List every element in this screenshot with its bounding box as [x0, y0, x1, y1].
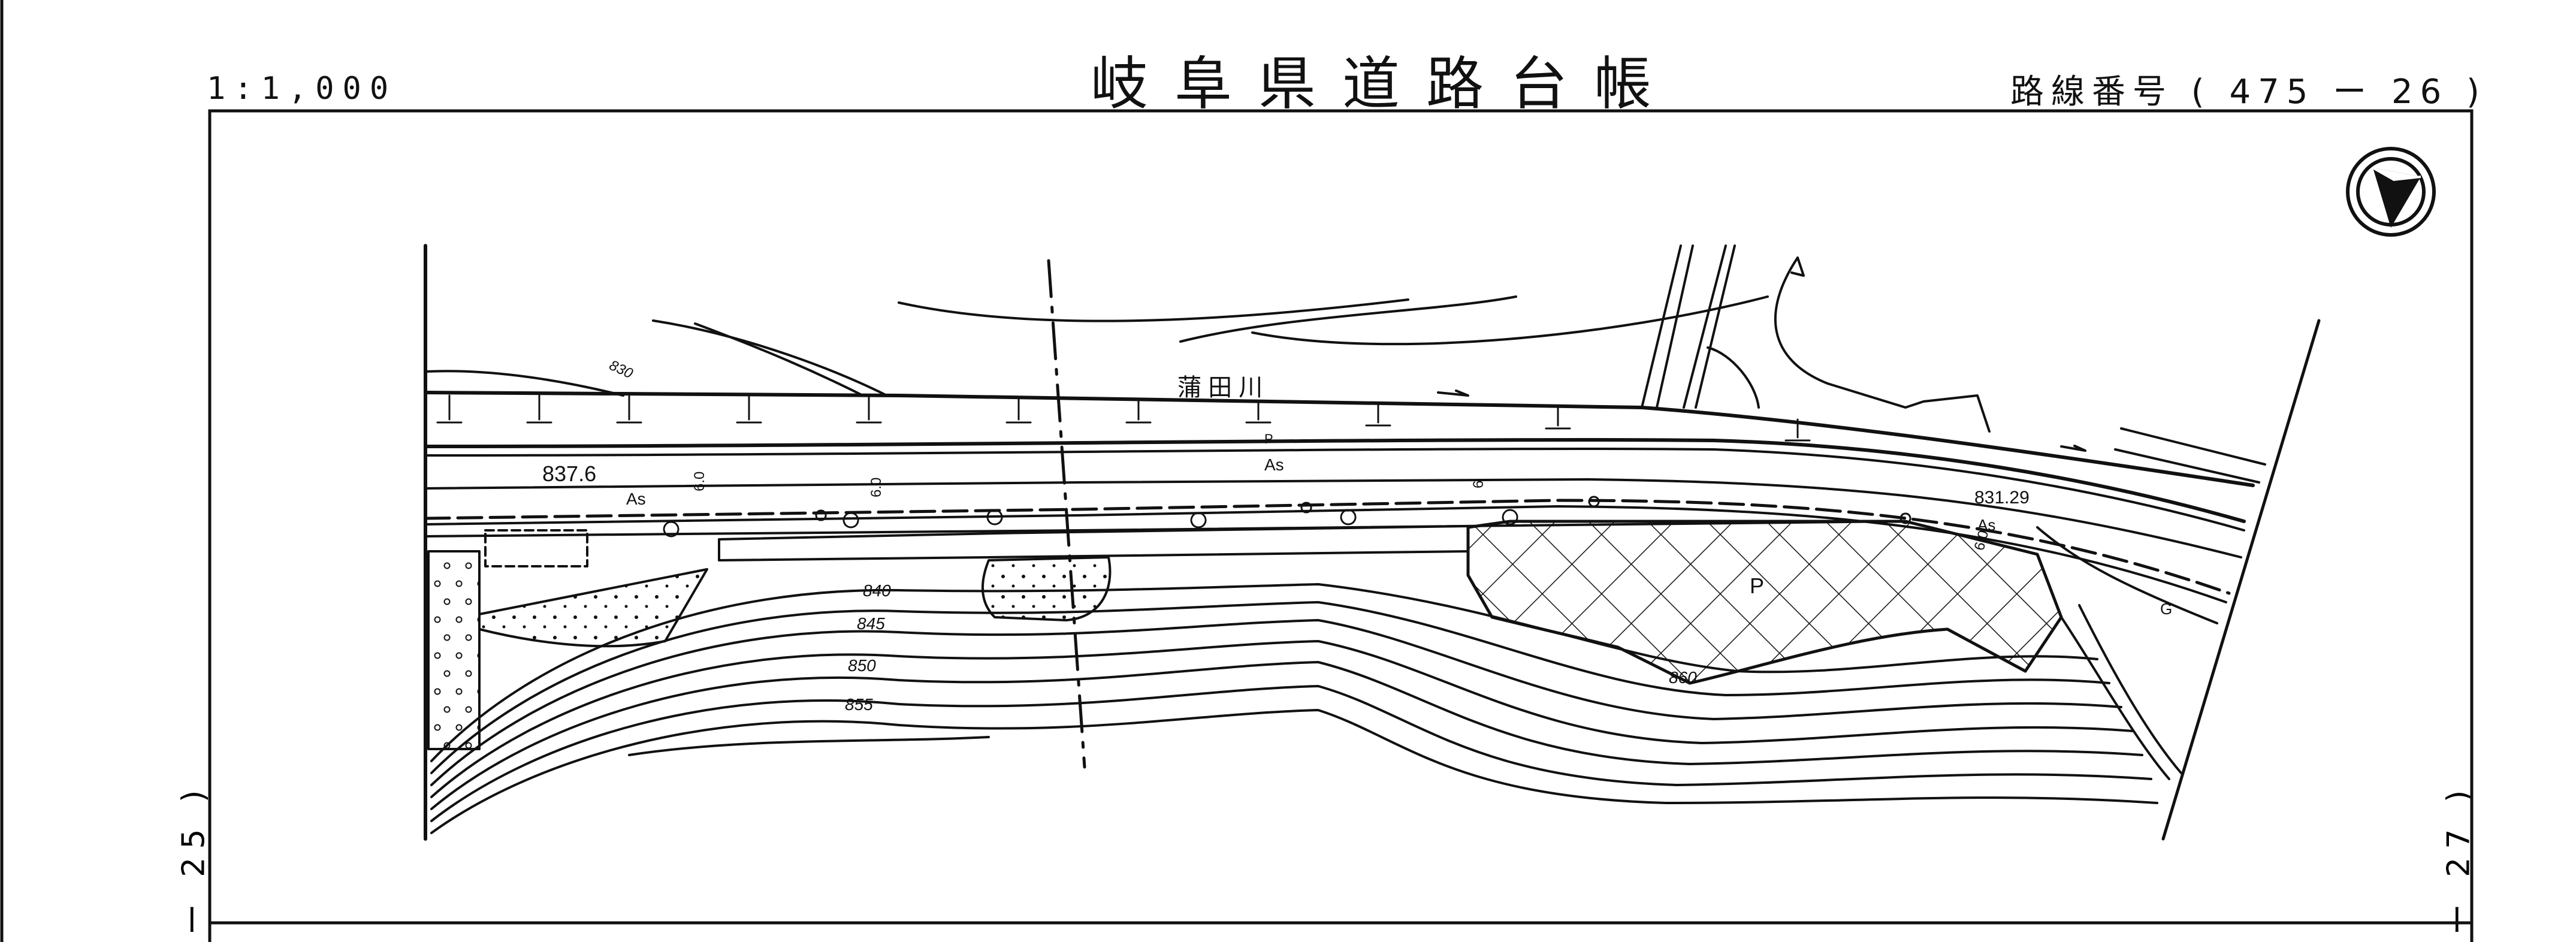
asphalt-label-2: As — [1264, 455, 1284, 474]
asphalt-label-1: As — [626, 490, 646, 508]
contour-860: 860 — [1669, 668, 1697, 687]
elevation-start-label: 837.6 — [542, 461, 596, 486]
map-drawing — [424, 244, 2321, 841]
guardrail-label: G — [2160, 600, 2172, 618]
river-name: 蒲 田 川 — [1177, 375, 1263, 401]
parking-label: P — [1750, 573, 1764, 598]
route-number: 路線番号 ( 475 ー 26 ) — [2010, 73, 2487, 111]
contour-855: 855 — [845, 695, 873, 714]
asphalt-label-3: As — [1977, 516, 1995, 534]
contour-840: 840 — [863, 581, 891, 600]
width-label-4: 6 — [1470, 481, 1487, 488]
elevation-end-label: 831.29 — [1974, 488, 2030, 508]
parking-label-small: P — [1264, 431, 1273, 446]
sheet-border — [0, 0, 2474, 942]
contour-830: 830 — [606, 357, 635, 382]
map-scale: 1:1,000 — [207, 71, 397, 107]
width-label-1: 6.0 — [691, 472, 708, 491]
north-arrow-icon — [2346, 147, 2436, 237]
contour-845: 845 — [857, 614, 885, 633]
width-label-2: 6.0 — [868, 478, 884, 497]
contour-850: 850 — [848, 656, 876, 675]
page-title: 岐阜県道路台帳 — [1091, 50, 1678, 117]
